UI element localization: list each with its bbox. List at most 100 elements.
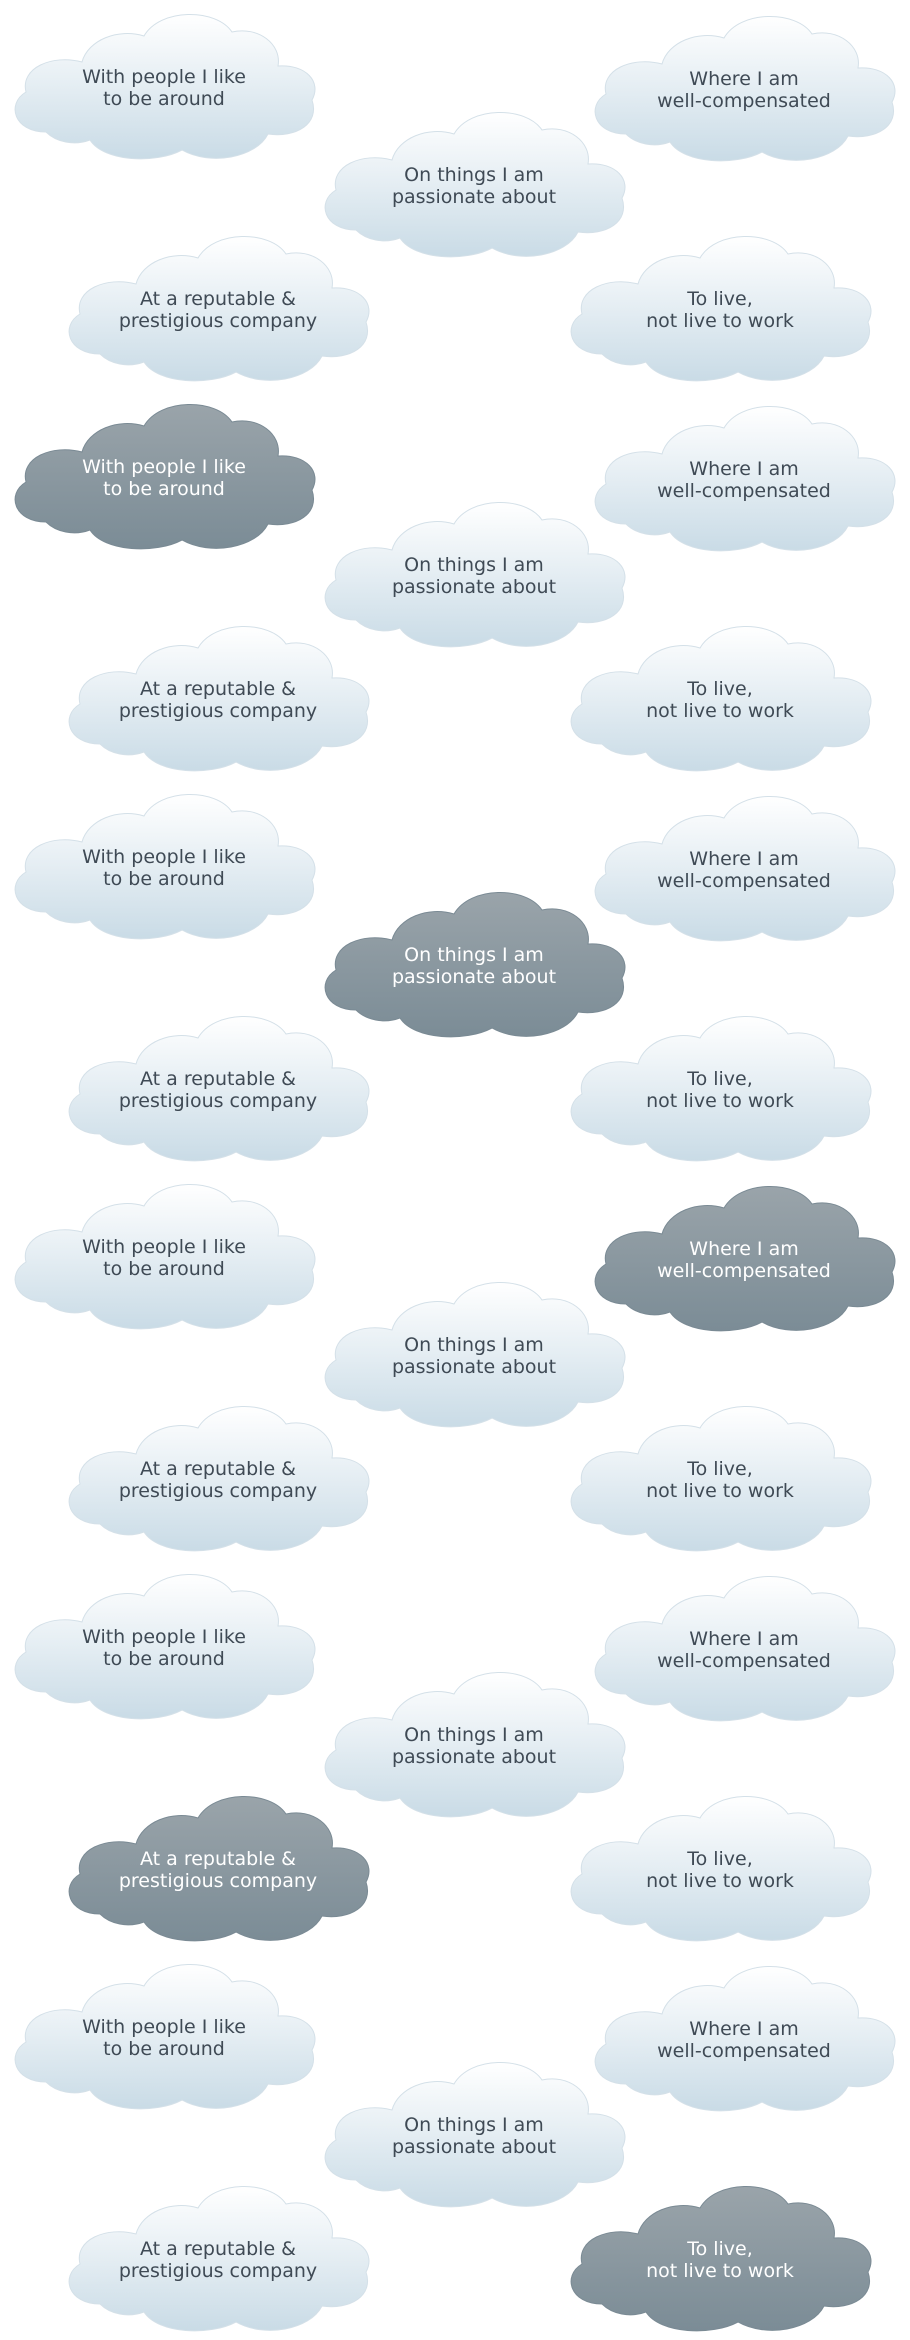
cloud-shape — [594, 16, 896, 162]
cloud-label: At a reputable &prestigious company — [118, 288, 318, 332]
cloud-option-prestigious[interactable]: At a reputable &prestigious company — [60, 1008, 376, 1166]
cloud-body — [594, 796, 896, 942]
cloud-shape — [570, 1406, 872, 1552]
cloud-shape — [324, 1672, 626, 1818]
cloud-option-live[interactable]: To live,not live to work — [562, 1788, 878, 1946]
cloud-label: To live,not live to work — [646, 1458, 794, 1502]
cloud-shape — [594, 796, 896, 942]
cloud-shape — [14, 794, 316, 940]
cloud-shape — [68, 1016, 370, 1162]
cloud-body — [594, 1966, 896, 2112]
cloud-option-prestigious[interactable]: At a reputable &prestigious company — [60, 1398, 376, 1556]
cloud-shape — [570, 2186, 872, 2332]
cloud-body — [68, 1406, 370, 1552]
cloud-label: To live,not live to work — [646, 288, 794, 332]
cloud-option-live[interactable]: To live,not live to work — [562, 1398, 878, 1556]
cloud-body — [324, 2062, 626, 2208]
cloud-body — [14, 1184, 316, 1330]
cloud-body — [68, 2186, 370, 2332]
cloud-body — [594, 1576, 896, 1722]
cloud-shape — [68, 1406, 370, 1552]
cloud-option-live[interactable]: To live,not live to work — [562, 618, 878, 776]
cloud-option-prestigious[interactable]: At a reputable &prestigious company — [60, 228, 376, 386]
cloud-label: At a reputable &prestigious company — [118, 2238, 318, 2282]
cloud-shape — [324, 1282, 626, 1428]
cloud-body — [324, 502, 626, 648]
cloud-option-prestigious[interactable]: At a reputable &prestigious company — [60, 2178, 376, 2336]
cloud-option-live[interactable]: To live,not live to work — [562, 228, 878, 386]
cloud-shape — [14, 1964, 316, 2110]
cloud-label: To live,not live to work — [646, 1068, 794, 1112]
cloud-shape — [570, 236, 872, 382]
cloud-label: To live,not live to work — [646, 1848, 794, 1892]
cloud-body — [570, 1406, 872, 1552]
cloud-body — [324, 112, 626, 258]
cloud-shape — [324, 2062, 626, 2208]
cloud-body — [570, 1796, 872, 1942]
cloud-shape — [324, 112, 626, 258]
cloud-body — [570, 1016, 872, 1162]
cloud-shape — [324, 502, 626, 648]
cloud-shape — [324, 892, 626, 1038]
cloud-shape — [68, 626, 370, 772]
cloud-body — [594, 406, 896, 552]
cloud-shape — [68, 1796, 370, 1942]
cloud-shape — [570, 1796, 872, 1942]
cloud-option-live[interactable]: To live,not live to work — [562, 2178, 878, 2336]
cloud-shape — [14, 14, 316, 160]
cloud-option-prestigious[interactable]: At a reputable &prestigious company — [60, 1788, 376, 1946]
cloud-body — [68, 1796, 370, 1942]
cloud-shape — [14, 404, 316, 550]
cloud-option-live[interactable]: To live,not live to work — [562, 1008, 878, 1166]
cloud-shape — [594, 1186, 896, 1332]
cloud-label: At a reputable &prestigious company — [118, 678, 318, 722]
cloud-body — [68, 1016, 370, 1162]
cloud-body — [14, 14, 316, 160]
cloud-shape — [14, 1574, 316, 1720]
cloud-body — [594, 16, 896, 162]
cloud-body — [570, 236, 872, 382]
cloud-body — [570, 2186, 872, 2332]
cloud-option-prestigious[interactable]: At a reputable &prestigious company — [60, 618, 376, 776]
cloud-body — [324, 892, 626, 1038]
cloud-shape — [68, 236, 370, 382]
cloud-body — [594, 1186, 896, 1332]
cloud-label: At a reputable &prestigious company — [118, 1068, 318, 1112]
cloud-shape — [570, 626, 872, 772]
